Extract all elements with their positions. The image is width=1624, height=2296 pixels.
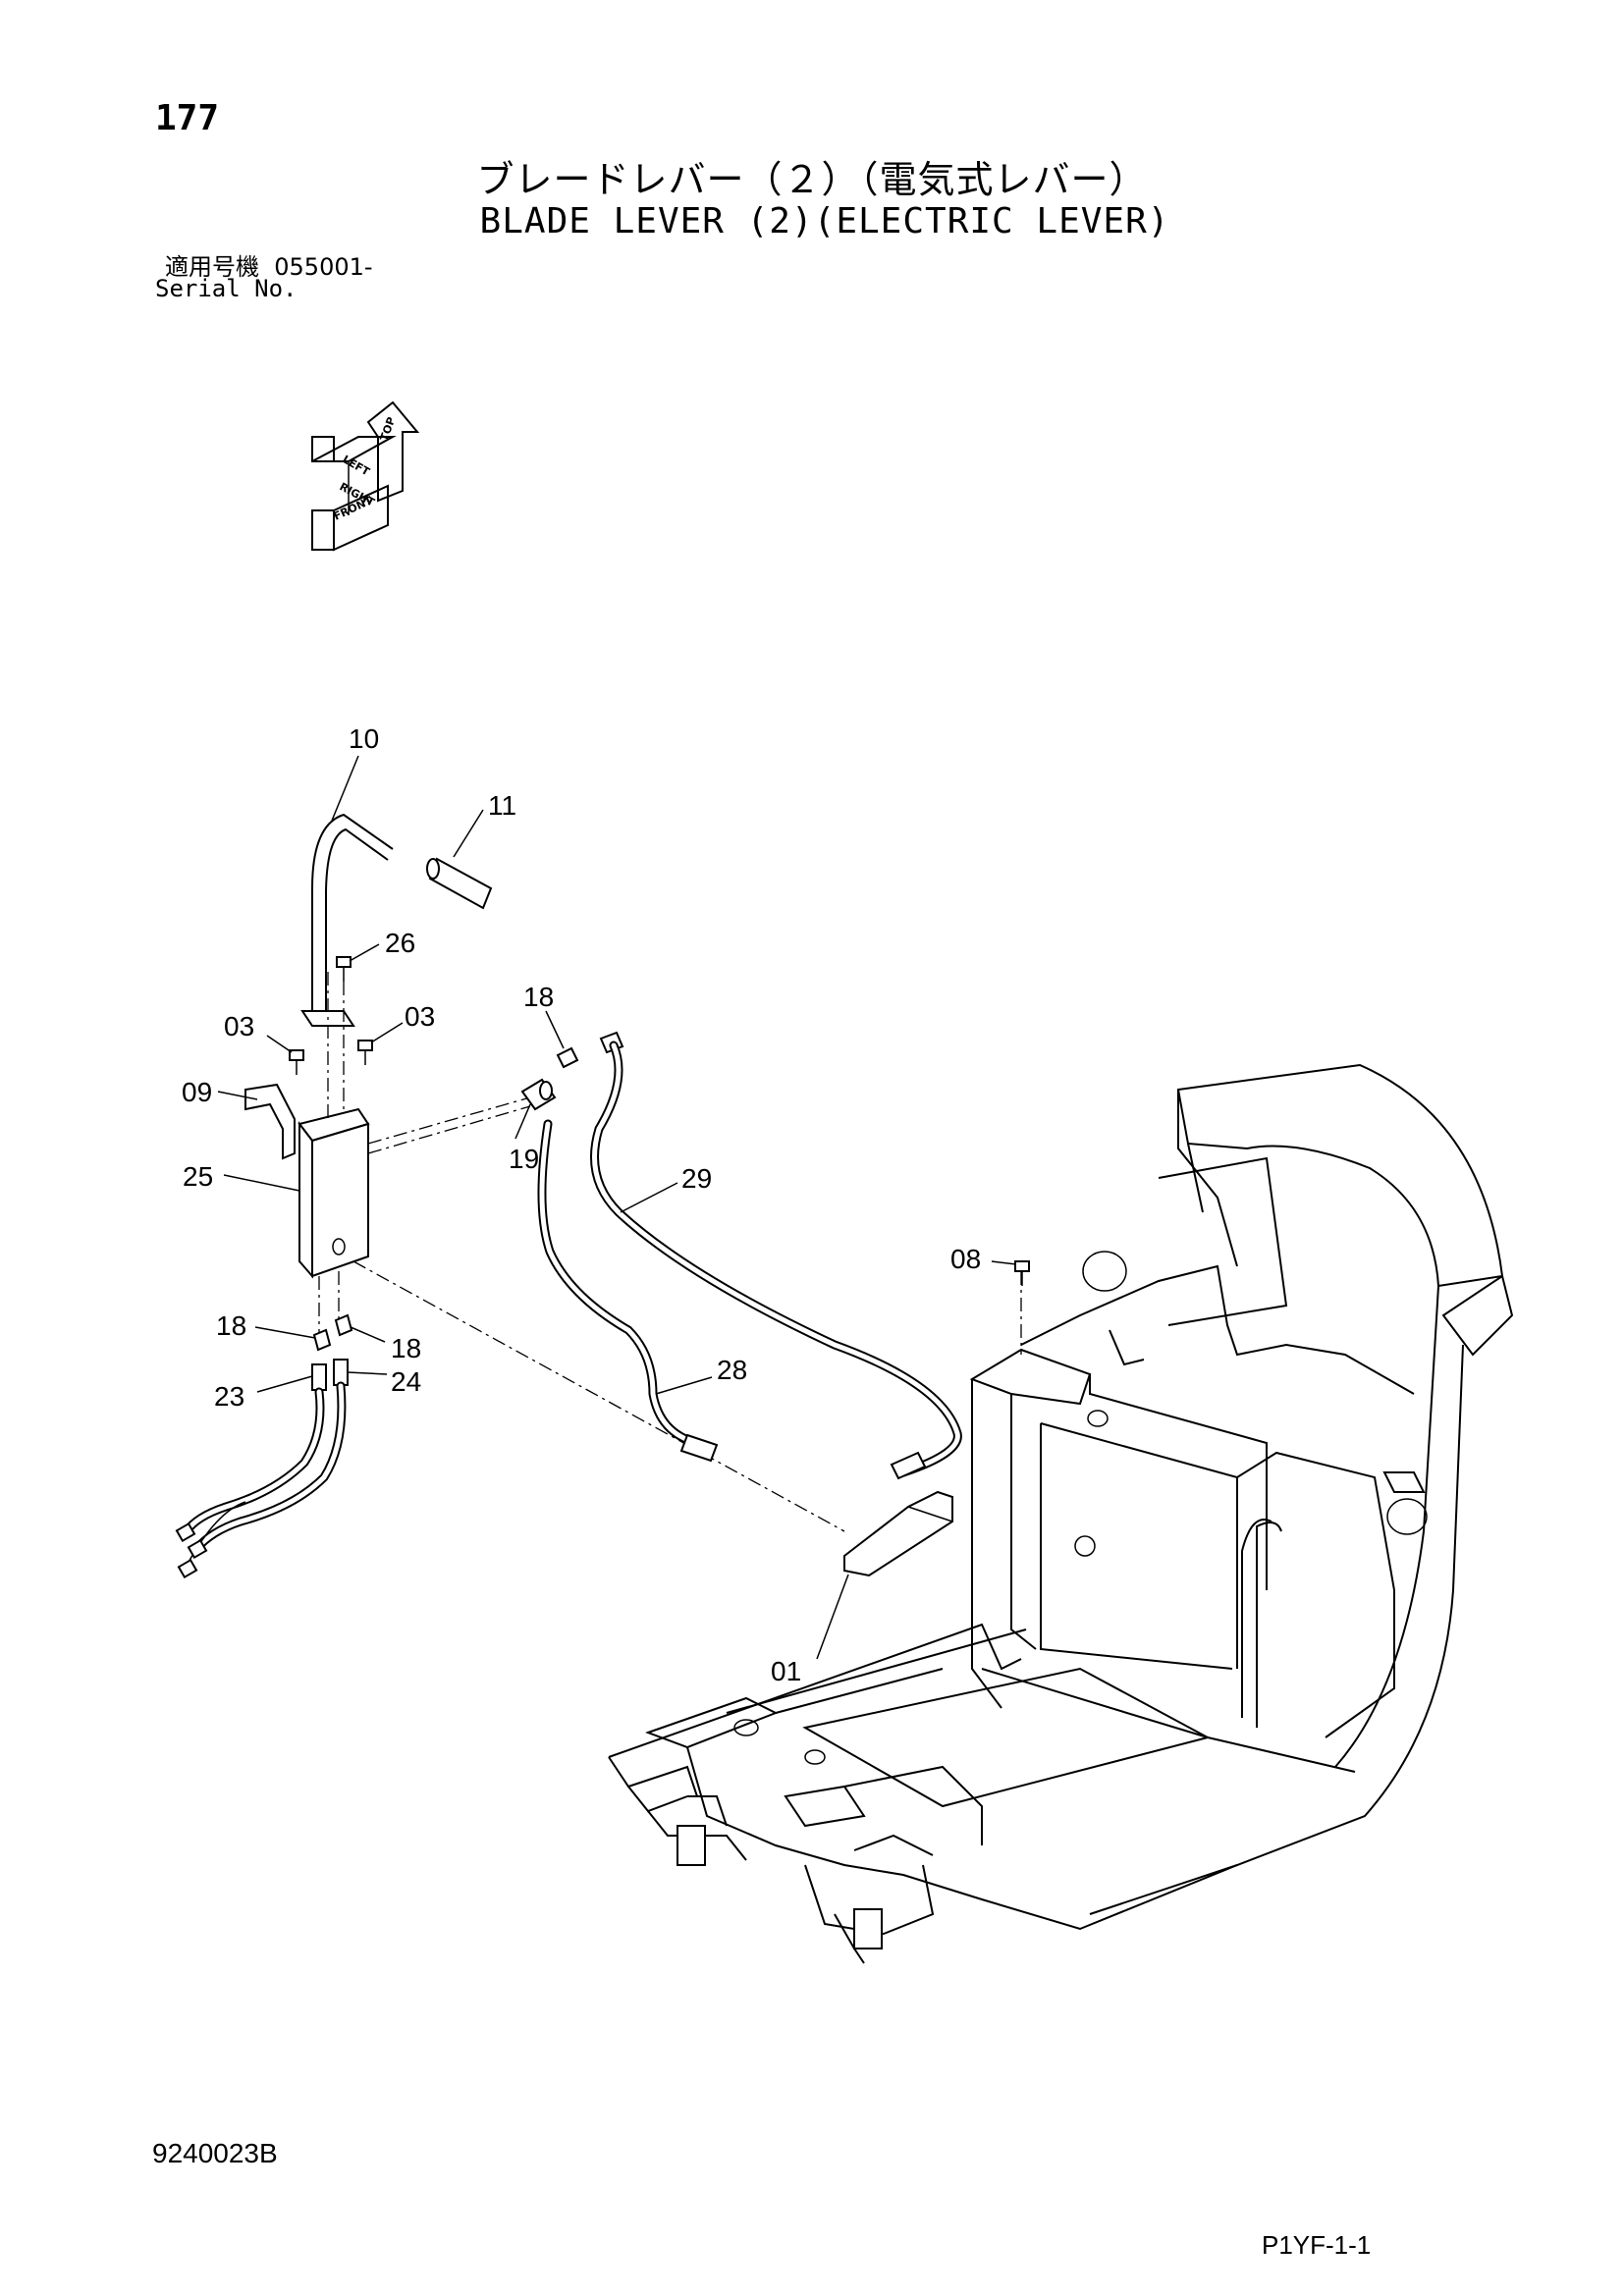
callout-10: 10 (349, 723, 379, 754)
hose-23 (182, 1387, 325, 1536)
callout-09: 09 (182, 1077, 212, 1107)
callout-25: 25 (183, 1161, 213, 1192)
orientation-compass-icon: TOP LEFT RIGHT FRONT (311, 400, 420, 552)
bolt-03-right (357, 1040, 373, 1065)
callout-24: 24 (391, 1366, 421, 1397)
valve-block-25 (298, 1107, 370, 1279)
serial-label-jp: 適用号機 (165, 253, 259, 281)
lower-fittings (311, 1313, 353, 1391)
title-english: BLADE LEVER (2)(ELECTRIC LEVER) (479, 201, 1170, 241)
callout-03-left: 03 (224, 1011, 254, 1041)
bracket-01 (843, 1490, 953, 1577)
document-number: 9240023B (152, 2138, 278, 2168)
serial-label-english: Serial No. (155, 275, 298, 302)
serial-value: 055001- (274, 253, 373, 281)
callout-11: 11 (488, 790, 516, 821)
bracket-09 (244, 1083, 296, 1160)
hose-28 (537, 1119, 702, 1448)
callout-08: 08 (950, 1244, 981, 1274)
bolt-26 (336, 956, 352, 982)
serial-line-japanese: 適用号機 055001- (165, 247, 373, 282)
hose-29 (590, 1041, 962, 1477)
callout-18-lower-left: 18 (216, 1310, 246, 1341)
callout-26: 26 (385, 928, 415, 958)
bolt-03-left (289, 1049, 304, 1075)
callout-28: 28 (717, 1355, 747, 1385)
title-japanese: ブレードレバー（２）（電気式レバー） (476, 158, 1148, 201)
page-number: 177 (155, 98, 220, 138)
elbow-19 (520, 1078, 557, 1111)
callout-01: 01 (771, 1656, 801, 1686)
lever-assembly (300, 813, 493, 1027)
callout-23: 23 (214, 1381, 244, 1412)
bolt-08 (1014, 1260, 1030, 1286)
callout-19: 19 (509, 1144, 539, 1174)
page-code: P1YF-1-1 (1262, 2230, 1372, 2260)
callout-18-upper: 18 (523, 982, 554, 1012)
callout-18-lower-right: 18 (391, 1333, 421, 1363)
leader-lines (217, 755, 1017, 1660)
callout-03-right: 03 (405, 1001, 435, 1032)
callout-29: 29 (681, 1163, 712, 1194)
orientation-label-top: TOP (378, 415, 399, 443)
machine-frame (608, 1063, 1514, 1964)
